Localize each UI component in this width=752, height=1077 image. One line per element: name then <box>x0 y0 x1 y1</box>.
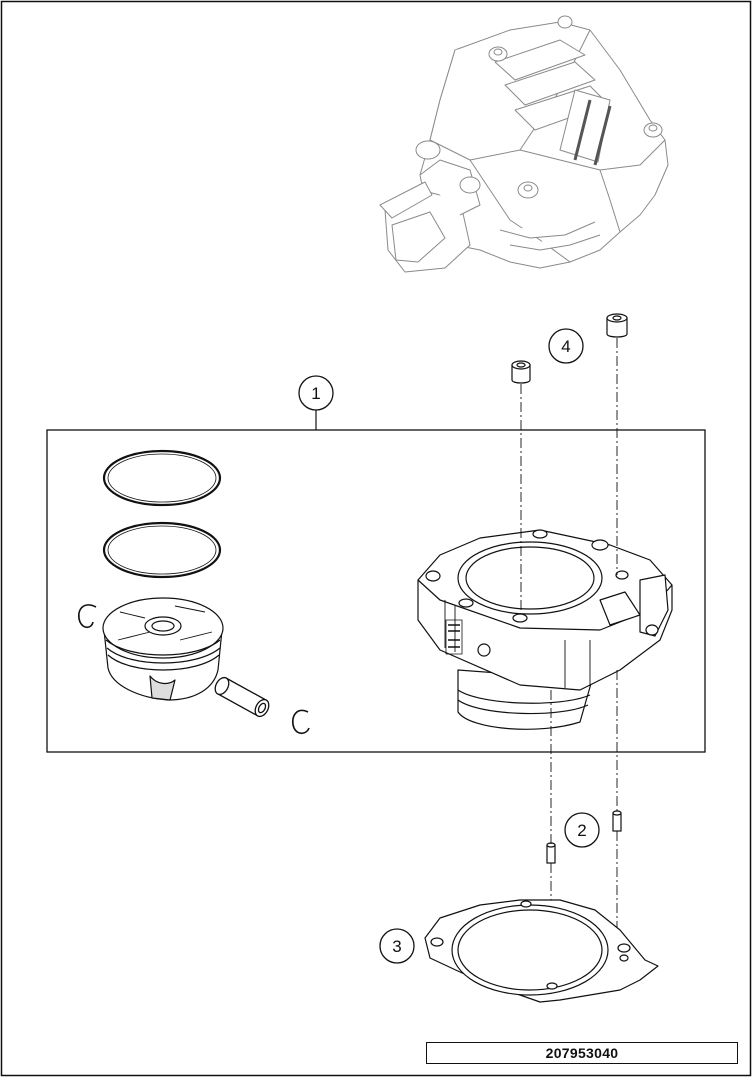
drawing-code: 207953040 <box>545 1045 619 1061</box>
callout-3-label: 3 <box>392 937 401 956</box>
callout-2-label: 2 <box>577 821 586 840</box>
drawing-code-box: 207953040 <box>426 1042 738 1064</box>
piston <box>102 597 224 701</box>
cylinder-base-gasket <box>424 899 659 1003</box>
callout-2: 2 <box>564 812 600 848</box>
piston-pin <box>214 676 270 718</box>
callout-4-label: 4 <box>561 337 570 356</box>
cylinder <box>417 529 673 730</box>
kit-boundary-box <box>46 429 706 753</box>
piston-pin-circlips <box>78 604 310 735</box>
callout-3: 3 <box>379 928 415 964</box>
callout-1-label: 1 <box>311 384 320 403</box>
cylinder-head-illustration <box>379 15 669 273</box>
callout-1: 1 <box>298 375 334 411</box>
dowel-sleeves-top <box>511 313 628 384</box>
callout-4: 4 <box>548 328 584 364</box>
piston-rings <box>102 449 222 579</box>
